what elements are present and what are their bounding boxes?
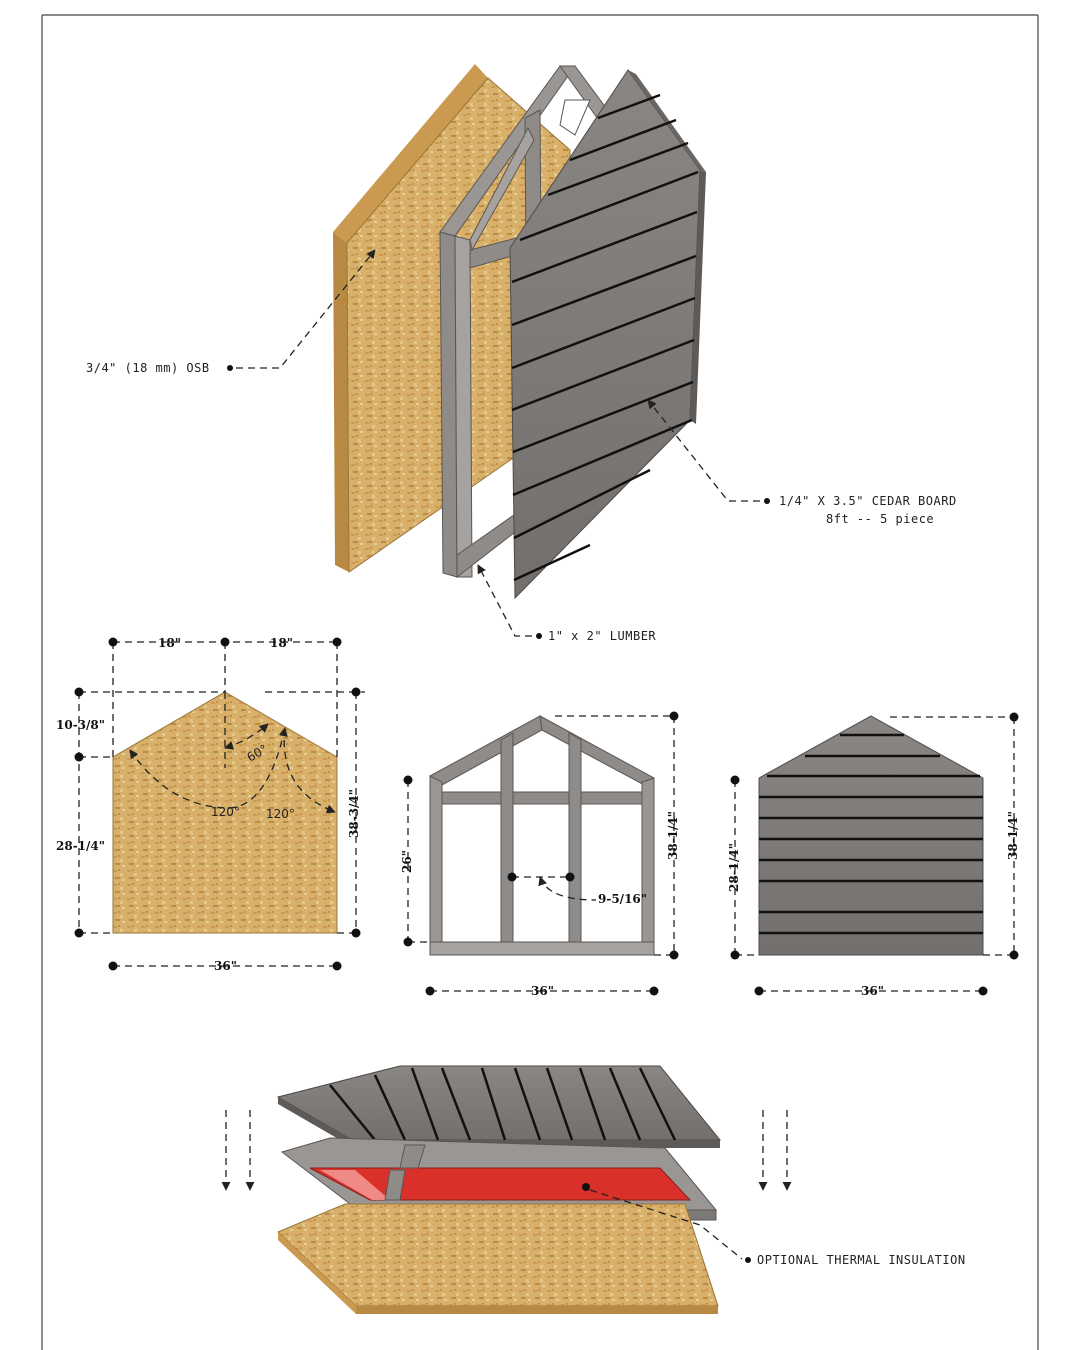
sheet-border	[41, 14, 1039, 1350]
osb-dim-gable-height: 10-3/8"	[56, 718, 105, 732]
callout-cedar-line2: 8ft -- 5 piece	[826, 512, 934, 526]
frame-elevation: 9-5/16" 26" 38-1/4" 36"	[400, 711, 680, 998]
cedar-dim-wall-height: 28-1/4"	[727, 843, 741, 892]
cedar-dim-total-height: 38-1/4"	[1006, 811, 1020, 860]
frame-dim-stud-spacing: 9-5/16"	[598, 892, 647, 906]
exploded-wall-view: 3/4" (18 mm) OSB 1/4" X 3.5" CEDAR BOARD…	[86, 64, 957, 643]
cedar-dim-width: 36"	[861, 984, 884, 998]
osb-dim-right-half: 18"	[270, 636, 293, 650]
callout-osb-text: 3/4" (18 mm) OSB	[86, 361, 210, 375]
drop-arrows	[221, 1110, 792, 1191]
osb-dim-total-height: 38-3/4"	[347, 789, 361, 838]
frame-dim-stud-height: 26"	[400, 850, 414, 873]
osb-angle-left: 120°	[211, 805, 240, 819]
callout-insulation-text: OPTIONAL THERMAL INSULATION	[757, 1253, 966, 1267]
frame-dim-width: 36"	[531, 984, 554, 998]
callout-insulation: OPTIONAL THERMAL INSULATION	[582, 1183, 966, 1267]
callout-cedar-line1: 1/4" X 3.5" CEDAR BOARD	[779, 494, 957, 508]
cedar-board-lines	[511, 93, 699, 582]
frame-dim-total-height: 38-1/4"	[666, 811, 680, 860]
osb-dim-left-half: 18"	[158, 636, 181, 650]
floor-osb-base	[277, 1203, 719, 1314]
cedar-panel-3d	[509, 69, 706, 600]
osb-angle-right: 120°	[266, 807, 295, 821]
cedar-elevation-board-lines	[759, 733, 983, 935]
osb-dim-width: 36"	[214, 959, 237, 973]
osb-dim-wall-height: 28-1/4"	[56, 839, 105, 853]
exploded-floor-view: OPTIONAL THERMAL INSULATION	[221, 1065, 966, 1314]
floor-cedar-deck	[276, 1065, 722, 1148]
callout-lumber-text: 1" x 2" LUMBER	[548, 629, 656, 643]
cedar-elevation: 28-1/4" 38-1/4" 36"	[727, 712, 1020, 998]
osb-elevation: 18" 18" 10-3/8" 28-1/4" 38-3/4" 36" 60° …	[56, 636, 365, 973]
callout-lumber: 1" x 2" LUMBER	[477, 564, 656, 643]
callout-cedar: 1/4" X 3.5" CEDAR BOARD 8ft -- 5 piece	[647, 399, 957, 526]
callout-osb: 3/4" (18 mm) OSB	[86, 249, 376, 375]
